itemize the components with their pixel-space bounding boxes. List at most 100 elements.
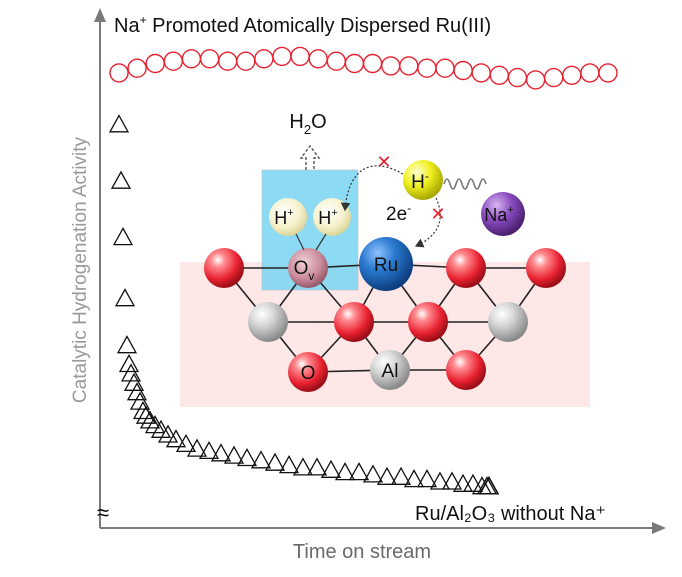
circle-data-point <box>507 67 528 88</box>
oxygen-atom <box>526 248 566 288</box>
triangle-data-point <box>462 473 484 492</box>
title-rest: Promoted Atomically Dispersed Ru(III) <box>147 15 492 37</box>
circle-data-point <box>254 49 274 69</box>
oxygen-atom <box>288 352 328 392</box>
circle-data-point <box>489 65 509 86</box>
triangle-data-point <box>139 410 161 429</box>
chart-title: Na+ Promoted Atomically Dispersed Ru(III… <box>114 13 491 37</box>
circle-data-point <box>580 63 600 83</box>
circle-data-point <box>217 51 238 71</box>
oxygen-atom <box>446 350 486 390</box>
x-axis-arrow-icon <box>652 522 666 534</box>
oxygen-atom <box>334 302 374 342</box>
circle-data-point <box>381 56 401 76</box>
circle-data-point <box>598 63 618 83</box>
circle-data-point <box>362 53 383 74</box>
triangle-data-point <box>223 445 245 464</box>
block-mark-icon: ✕ <box>376 152 391 172</box>
circle-data-point <box>236 51 256 71</box>
proton-atom <box>269 198 307 236</box>
triangle-data-point <box>135 405 157 424</box>
proton-bond <box>315 233 327 251</box>
triangle-data-point <box>250 450 272 469</box>
circle-data-point <box>272 46 292 67</box>
proton-label: H+ <box>318 207 337 228</box>
aluminum-atom <box>248 302 288 342</box>
y-axis-label: Catalytic Hydrogenation Activity <box>70 136 91 403</box>
circle-data-point <box>145 53 165 74</box>
triangle-data-point <box>175 433 197 453</box>
electron-label: 2e- <box>386 201 411 225</box>
triangle-data-point <box>236 447 258 467</box>
triangle-data-point <box>112 227 134 246</box>
triangle-data-point <box>198 440 220 460</box>
circle-series <box>109 46 618 90</box>
triangle-data-point <box>403 469 425 488</box>
triangle-data-point <box>390 466 412 485</box>
triangle-data-point <box>416 469 438 488</box>
aluminum-atom <box>488 302 528 342</box>
title-prefix: Na <box>114 15 140 37</box>
water-label: H2O <box>289 111 326 137</box>
triangle-data-point <box>264 452 286 471</box>
triangle-data-point <box>116 335 138 354</box>
triangle-data-point <box>132 400 154 420</box>
hydride-label: H- <box>411 169 429 193</box>
triangle-data-point <box>348 462 370 481</box>
circle-data-point <box>127 58 147 78</box>
circle-data-point <box>163 51 184 71</box>
circle-data-point <box>109 63 129 83</box>
triangle-data-point <box>129 391 151 410</box>
triangle-data-point <box>362 464 384 483</box>
lattice-atoms <box>204 237 566 392</box>
water-release-arrow-icon <box>299 144 321 170</box>
circle-data-point <box>417 58 437 78</box>
triangle-data-point <box>157 424 179 443</box>
circle-data-point <box>308 49 328 69</box>
circle-data-point <box>344 53 365 74</box>
triangle-data-point <box>108 114 130 133</box>
triangle-data-point <box>210 443 232 462</box>
oxygen-vacancy-atom <box>288 248 328 288</box>
triangle-data-point <box>110 170 132 189</box>
triangle-data-point <box>320 459 342 478</box>
triangle-data-point <box>478 476 500 495</box>
ruthenium-atom <box>359 237 413 291</box>
circle-data-point <box>562 65 582 86</box>
triangle-data-point <box>123 372 145 391</box>
axis-break-symbol: ≈ <box>97 500 109 525</box>
circle-data-point <box>181 49 202 69</box>
triangle-data-point <box>292 457 314 476</box>
triangle-data-point <box>120 363 142 382</box>
axes: Catalytic Hydrogenation Activity Time on… <box>70 8 666 563</box>
sodium-atom <box>481 192 525 236</box>
circle-data-point <box>453 60 473 81</box>
triangle-data-point <box>118 353 140 373</box>
triangle-series <box>108 114 500 495</box>
triangle-data-point <box>186 438 208 457</box>
triangle-data-point <box>165 429 187 448</box>
circle-data-point <box>399 56 419 76</box>
y-axis-arrow-icon <box>94 8 106 22</box>
x-axis-label: Time on stream <box>293 541 431 563</box>
al-label: Al <box>382 361 399 382</box>
proton-bond <box>295 233 305 251</box>
oxygen-atom <box>408 302 448 342</box>
vacancy-label: Ov <box>294 258 315 283</box>
triangle-data-point <box>429 471 451 490</box>
circle-data-point <box>290 46 310 67</box>
triangle-data-point <box>278 455 300 474</box>
oxygen-atom <box>204 248 244 288</box>
triangle-data-point <box>441 471 463 490</box>
circle-data-point <box>199 49 220 69</box>
triangle-data-point <box>114 288 136 307</box>
hydride-to-ru-arrow <box>414 197 441 248</box>
block-mark-icon: ✕ <box>430 204 445 224</box>
spring-bond-icon <box>443 178 487 190</box>
hydride-atom <box>403 160 443 200</box>
proton-label: H+ <box>274 207 293 228</box>
triangle-data-point <box>334 462 356 481</box>
triangle-data-point <box>376 466 398 485</box>
circle-data-point <box>326 51 346 71</box>
triangle-data-point <box>452 473 474 492</box>
